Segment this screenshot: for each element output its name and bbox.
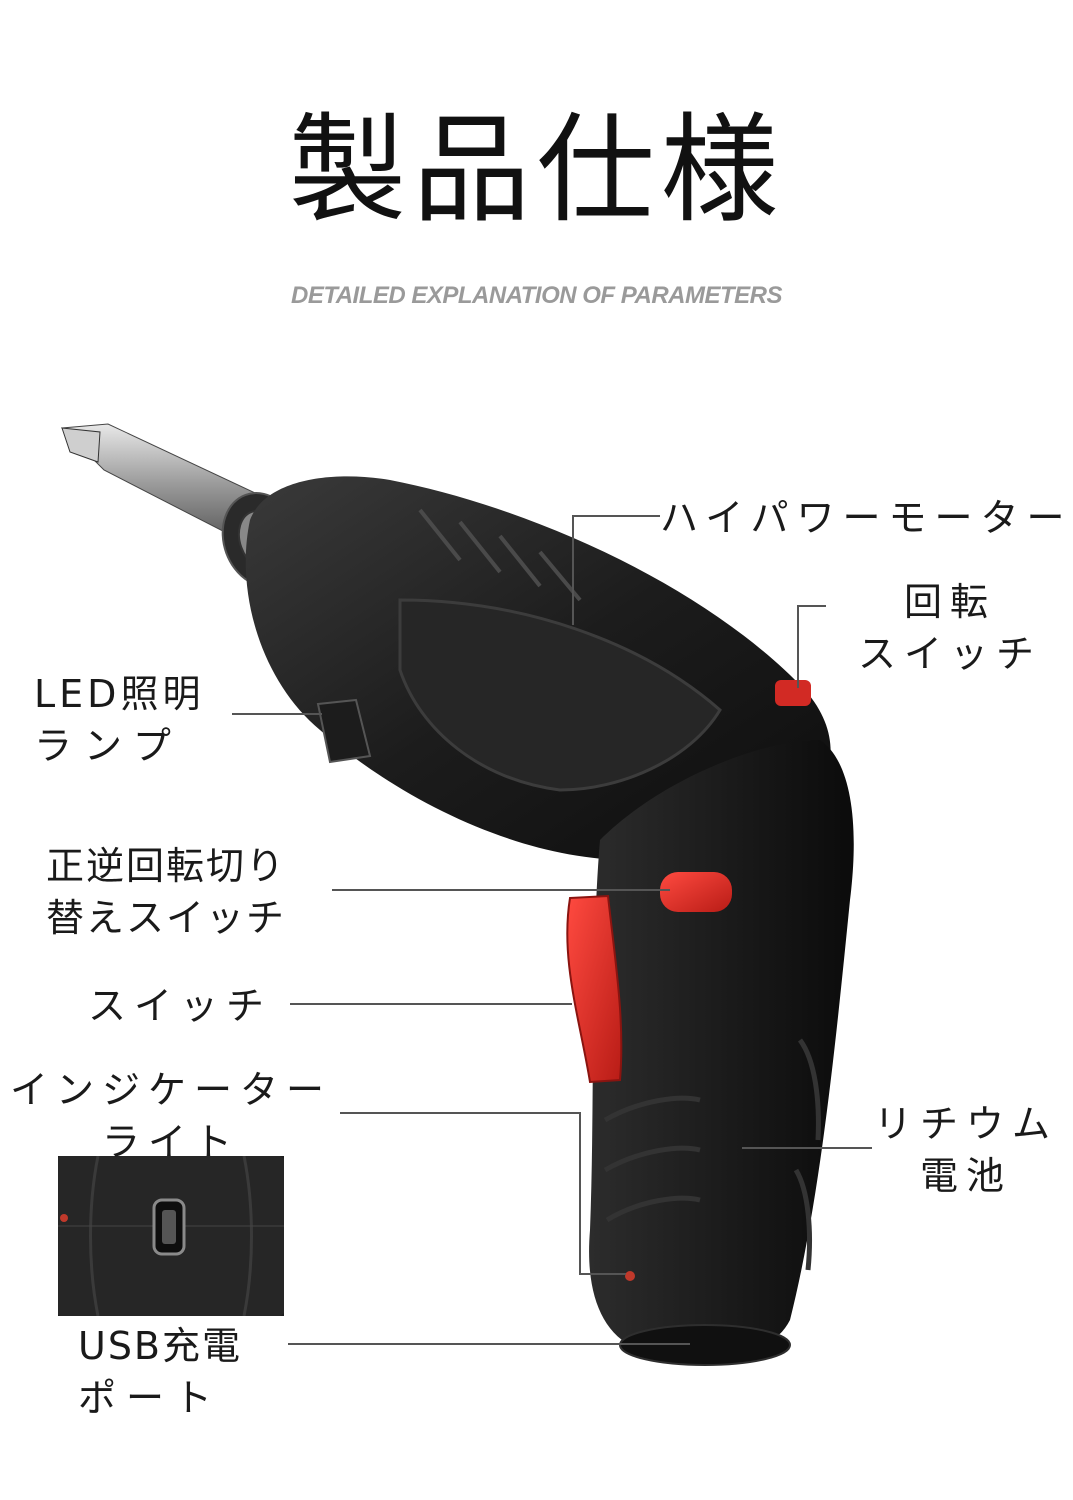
motor-label: ハイパワーモーター: [660, 496, 1073, 540]
trigger: [566, 894, 623, 1084]
switch-label: スイッチ: [88, 984, 273, 1028]
direction-switch-label: 正逆回転切り 替えスイッチ: [46, 844, 287, 940]
page-subtitle: DETAILED EXPLANATION OF PARAMETERS: [290, 282, 783, 309]
drill-handle: [589, 740, 854, 1360]
rotation-switch-label: 回転 スイッチ: [858, 580, 1043, 676]
indicator-label: インジケーター ライト: [10, 1068, 333, 1164]
usb-port-label: USB充電 ポート: [78, 1324, 243, 1420]
usb-port-inset: [58, 1156, 284, 1316]
page-title: 製品仕様: [288, 101, 785, 239]
battery-label: リチウム 電池: [874, 1102, 1059, 1198]
led-light-label: LED照明 ランプ: [34, 672, 205, 768]
screwdriver-bit: [60, 423, 271, 546]
direction-switch: [660, 872, 732, 912]
leader-lines: [232, 515, 872, 1345]
